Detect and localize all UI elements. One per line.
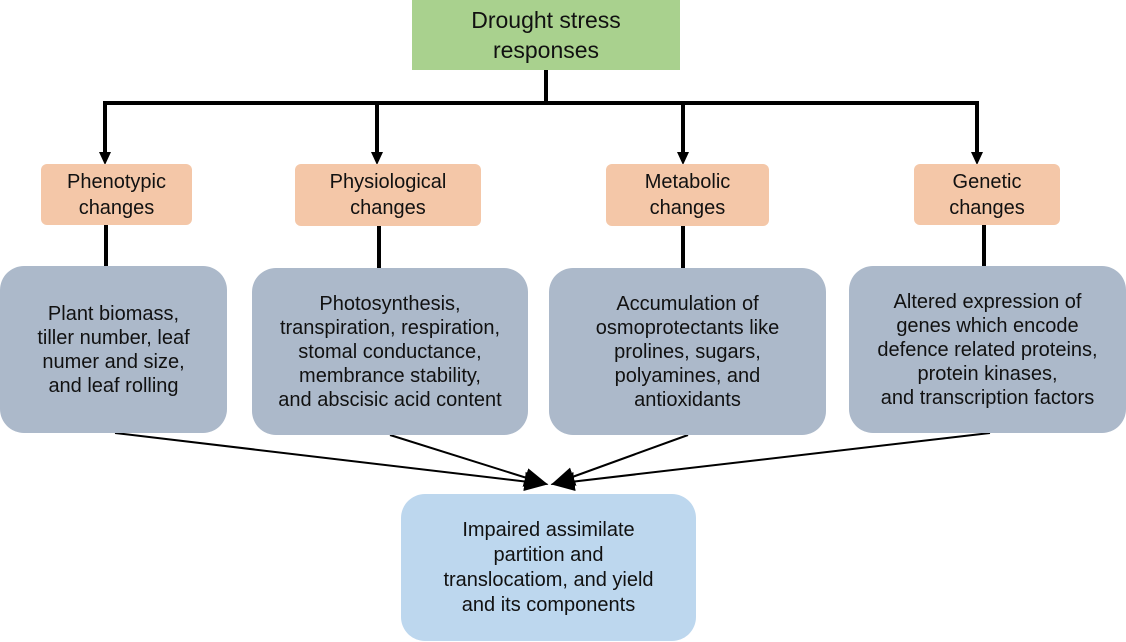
drop-arrowhead-genetic (971, 152, 983, 165)
drop-arrowhead-physiological (371, 152, 383, 165)
outcome-node-impaired-assimilate: Impaired assimilate partition and transl… (401, 494, 696, 641)
drop-arrowhead-phenotypic (99, 152, 111, 165)
category-genetic-changes: Genetic changes (914, 164, 1060, 225)
detail-genetic: Altered expression of genes which encode… (849, 266, 1126, 433)
detail-physiological: Photosynthesis, transpiration, respirati… (252, 268, 528, 435)
converge-line-genetic (550, 432, 991, 492)
category-physiological-changes: Physiological changes (295, 164, 481, 226)
converge-line-physiological (389, 434, 549, 487)
root-node-drought-stress-responses: Drought stress responses (412, 0, 680, 70)
converge-line-phenotypic (114, 432, 549, 491)
drop-arrowhead-metabolic (677, 152, 689, 165)
category-metabolic-changes: Metabolic changes (606, 164, 769, 226)
detail-phenotypic: Plant biomass, tiller number, leaf numer… (0, 266, 227, 433)
detail-metabolic: Accumulation of osmoprotectants like pro… (549, 268, 826, 435)
category-phenotypic-changes: Phenotypic changes (41, 164, 192, 225)
